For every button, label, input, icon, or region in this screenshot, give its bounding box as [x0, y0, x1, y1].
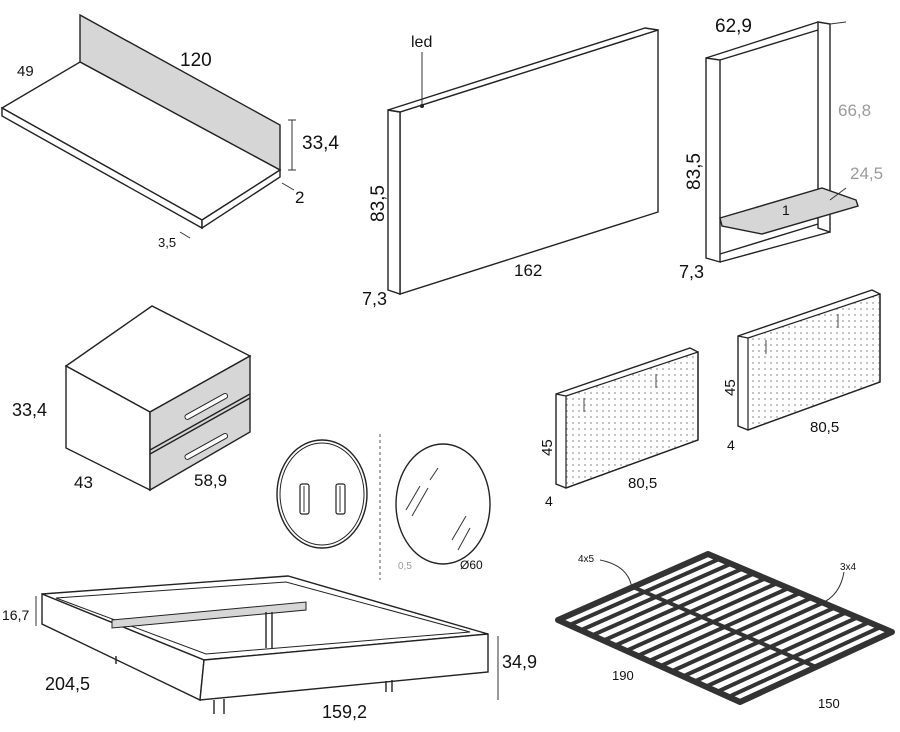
panel-left-width-label: 80,5	[628, 475, 657, 492]
panel-right-height-label: 45	[722, 379, 739, 396]
slat-profile-b-label: 3x4	[840, 562, 857, 573]
headboard-drawing	[387, 27, 659, 295]
bed-length-label: 204,5	[45, 674, 90, 694]
mirror-back-drawing	[276, 439, 368, 549]
shelf-inner-height-label: 66,8	[838, 101, 871, 120]
panel-left-drawing	[555, 347, 699, 489]
mirror-front-drawing	[395, 443, 491, 565]
nightstand-drawing	[64, 305, 252, 492]
mirror-diameter-label: Ø60	[460, 558, 483, 572]
panel-right-drawing	[737, 289, 881, 431]
shelf-height-label: 83,5	[684, 153, 705, 190]
panel-left-height-label: 45	[539, 439, 556, 456]
shelf-depth-label: 24,5	[850, 164, 883, 183]
nightstand-height-label: 33,4	[12, 400, 47, 420]
headboard-depth-label: 7,3	[362, 289, 387, 309]
desk-drawing	[0, 13, 296, 239]
panel-right-depth-label: 4	[727, 437, 735, 453]
panel-left-depth-label: 4	[545, 493, 553, 509]
headboard-led-label: led	[411, 34, 432, 51]
shelf-thickness-label: 1	[782, 202, 790, 218]
shelf-width-label: 62,9	[715, 16, 752, 37]
slats-width-label: 150	[818, 696, 840, 711]
desk-width-label: 120	[180, 50, 212, 71]
slatted-base-drawing	[555, 551, 895, 705]
headboard-height-label: 83,5	[368, 185, 389, 222]
nightstand-depth-label: 43	[74, 473, 93, 492]
mirror-frame-label: 0,5	[398, 561, 412, 572]
bed-width-label: 159,2	[322, 702, 367, 722]
desk-depth-label: 49	[17, 63, 34, 80]
headboard-width-label: 162	[514, 261, 542, 280]
bed-height-label: 34,9	[502, 652, 537, 672]
desk-thickness-label: 3,5	[158, 235, 176, 250]
desk-height-label: 33,4	[302, 133, 339, 154]
panel-right-width-label: 80,5	[810, 419, 839, 436]
shelf-drawing	[705, 21, 859, 263]
bed-drawing	[35, 575, 499, 714]
slats-length-label: 190	[612, 668, 634, 683]
bed-leg-height-label: 16,7	[2, 607, 29, 623]
desk-panel-label: 2	[295, 188, 304, 207]
slat-profile-a-label: 4x5	[578, 554, 595, 565]
nightstand-width-label: 58,9	[194, 471, 227, 490]
shelf-depth-bottom-label: 7,3	[679, 262, 704, 282]
